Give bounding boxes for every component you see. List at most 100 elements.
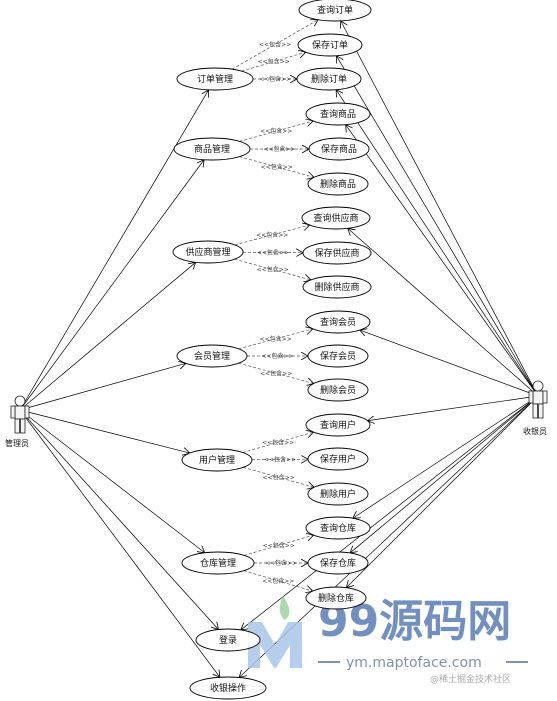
use-case-warehouse-1-label: 保存仓库 (320, 557, 356, 569)
actor-admin: 管理员 (5, 395, 30, 448)
use-case-member-label: 会员管理 (194, 350, 230, 362)
include-user-2 (242, 466, 314, 487)
include-label: <<包含>> (260, 335, 292, 343)
association-lines (19, 21, 539, 678)
use-case-goods-2: 删除商品 (307, 172, 369, 196)
use-case-order-1-label: 保存订单 (312, 39, 348, 51)
use-case-order-2-label: 删除订单 (311, 73, 347, 85)
include-label: <<包含>> (265, 559, 297, 567)
use-case-order: 订单管理 (176, 67, 254, 91)
assoc-admin-order (19, 90, 209, 411)
include-label: <<包含>> (259, 40, 291, 48)
include-label: <<包含>> (261, 352, 293, 360)
use-case-warehouse-0-shape (305, 516, 371, 540)
use-case-order-0-shape (298, 0, 372, 22)
use-case-member-2: 删除会员 (307, 378, 369, 402)
assoc-admin-login (19, 409, 219, 629)
include-warehouse-0 (243, 535, 314, 556)
actor-head (14, 395, 26, 407)
include-label: <<包含>> (261, 163, 293, 171)
include-label: <<包含>> (258, 58, 290, 66)
use-case-order-0: 查询订单 (298, 0, 372, 22)
use-case-supplier-0: 查询供应商 (301, 206, 371, 230)
use-case-warehouse-0: 查询仓库 (305, 516, 371, 540)
use-case-user-0: 查询用户 (305, 413, 371, 437)
use-case-goods-0-label: 查询商品 (320, 108, 356, 120)
use-case-goods: 商品管理 (173, 137, 251, 161)
use-case-supplier-2-shape (302, 275, 372, 299)
assoc-cashier-login (241, 395, 539, 630)
use-case-supplier-1-label: 保存供应商 (314, 247, 359, 259)
use-case-supplier: 供应商管理 (172, 240, 244, 264)
use-case-goods-shape (173, 137, 251, 161)
use-case-user-label: 用户管理 (199, 454, 235, 466)
use-case-warehouse-1: 保存仓库 (307, 551, 369, 575)
assoc-cashier-warehouse-1 (350, 395, 539, 553)
include-label: <<包含>> (259, 75, 291, 83)
use-case-goods-label: 商品管理 (194, 143, 230, 155)
use-case-supplier-shape (172, 240, 244, 264)
use-case-goods-1: 保存商品 (308, 137, 370, 161)
use-case-member-2-shape (307, 378, 369, 402)
use-case-goods-2-shape (307, 172, 369, 196)
use-case-supplier-2-label: 删除供应商 (314, 281, 359, 293)
include-label: <<包含>> (263, 145, 295, 153)
use-case-goods-0: 查询商品 (305, 102, 371, 126)
use-case-user-1: 保存用户 (307, 447, 369, 471)
include-relations: <<包含>> <<包含>> <<包含>> <<包含>> <<包含>> <<包含>> <<包含… (231, 20, 318, 591)
use-case-user-0-label: 查询用户 (320, 419, 356, 431)
use-case-checkout-label: 收银操作 (210, 682, 246, 694)
use-case-login-label: 登录 (219, 635, 237, 646)
include-label: <<包含>> (263, 473, 295, 481)
actor-head (532, 380, 544, 392)
include-supplier-2 (234, 258, 310, 280)
watermark-url: ym.maptoface.com (346, 655, 482, 671)
assoc-admin-member (19, 363, 186, 411)
include-goods-2 (239, 156, 314, 178)
use-case-user-1-shape (307, 447, 369, 471)
watermark: 99源码网 ym.maptoface.com @稀土掘金技术社区 (248, 596, 528, 685)
assoc-cashier-warehouse-2 (346, 395, 539, 588)
use-case-order-0-label: 查询订单 (317, 4, 353, 16)
use-case-member-1-shape (307, 344, 369, 368)
use-case-member-2-label: 删除会员 (320, 384, 356, 396)
use-case-user-0-shape (305, 413, 371, 437)
use-case-member-1: 保存会员 (307, 344, 369, 368)
assoc-admin-goods (19, 160, 204, 411)
actor-body (14, 405, 26, 420)
assoc-admin-supplier (19, 262, 196, 411)
use-case-checkout: 收银操作 (189, 676, 267, 700)
use-case-supplier-2: 删除供应商 (302, 275, 372, 299)
actor-body (532, 390, 544, 405)
include-order-0 (231, 20, 318, 70)
include-member-2 (238, 362, 314, 383)
use-case-supplier-1-shape (302, 241, 372, 265)
include-user-0 (242, 432, 314, 453)
use-case-supplier-1: 保存供应商 (302, 241, 372, 265)
use-case-member-shape (176, 344, 248, 368)
use-case-warehouse-2-shape (305, 586, 367, 610)
use-case-warehouse-0-label: 查询仓库 (320, 522, 356, 534)
assoc-cashier-order-1 (336, 56, 539, 397)
assoc-cashier-warehouse-0 (353, 395, 539, 518)
use-case-member-0: 查询会员 (305, 310, 371, 334)
use-case-goods-2-label: 删除商品 (320, 178, 356, 190)
use-case-supplier-0-shape (301, 206, 371, 230)
include-label: <<包含>> (257, 266, 289, 274)
watermark-logo (248, 596, 302, 668)
use-case-user: 用户管理 (181, 448, 253, 472)
use-case-goods-0-shape (305, 102, 371, 126)
use-case-order-1: 保存订单 (297, 33, 363, 57)
include-label: <<包含>> (263, 541, 295, 549)
use-case-warehouse-1-shape (307, 551, 369, 575)
use-case-supplier-0-label: 查询供应商 (313, 212, 358, 224)
assoc-cashier-supplier-0 (348, 228, 539, 397)
include-label: <<包含>> (264, 455, 296, 463)
actor-cashier: 收银员 (523, 380, 548, 436)
use-case-user-shape (181, 448, 253, 472)
use-case-login: 登录 (195, 628, 261, 652)
use-case-order-shape (176, 67, 254, 91)
use-case-order-2: 删除订单 (296, 67, 362, 91)
use-case-member-1-label: 保存会员 (320, 350, 356, 362)
